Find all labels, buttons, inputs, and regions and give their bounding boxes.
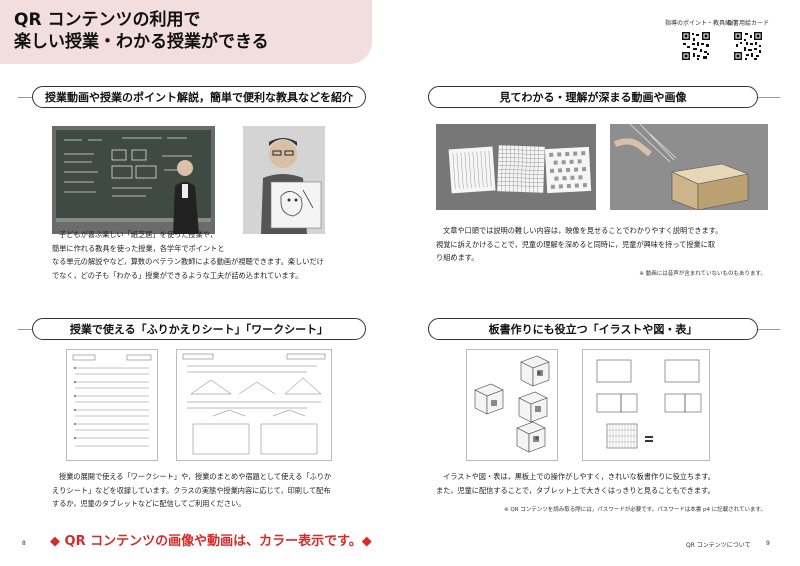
header-band	[0, 0, 372, 64]
teacher-illustration	[243, 126, 325, 234]
section-body-text: 文章や口頭では説明の難しい内容は，映像を見せることでわかりやすく説明できます。 …	[436, 224, 770, 265]
box-illustration	[610, 124, 768, 210]
lesson-video-photo[interactable]	[52, 126, 215, 234]
color-notice-banner: ◆ QR コンテンツの画像や動画は、カラー表示です。◆	[50, 534, 372, 549]
page-title: QR コンテンツの利用で 楽しい授業・わかる授業ができる	[14, 9, 269, 53]
qr-block-1: 指導のポイント・教具紹介	[665, 18, 738, 61]
text-line: えりシート」などを収録しています。クラスの実態や授業内容に応じて，印刷して配布	[52, 485, 331, 495]
worksheet-lines	[72, 354, 152, 447]
text-line: 文章や口頭では説明の難しい内容は，映像を見せることでわかりやすく説明できます。	[443, 226, 723, 235]
section-heading-text: 板書作りにも役立つ「イラストや図・表」	[488, 323, 698, 336]
box-experiment-photo[interactable]	[610, 124, 768, 210]
text-line: 子どもが喜ぶ楽しい「紙芝居」を使った授業や，	[59, 230, 217, 239]
text-line: でなく，どの子も「わかる」授業ができるような工夫が詰め込まれています。	[52, 270, 303, 280]
divider	[758, 329, 780, 330]
grid-cards-photo[interactable]	[436, 124, 596, 210]
qr-block-2: 板書用絵カード	[717, 18, 779, 61]
text-line: 授業の展開で使える「ワークシート」や，授業のまとめや宿題として使える「ふりか	[59, 472, 332, 481]
page-title-line2: 楽しい授業・わかる授業ができる	[14, 32, 269, 52]
area-figure-thumbnail[interactable]	[582, 349, 710, 461]
blackboard-illustration	[52, 126, 215, 234]
section-heading: 授業で使える「ふりかえりシート」「ワークシート」	[32, 318, 366, 340]
page-number-left: 8	[22, 540, 26, 547]
worksheet-diagram	[182, 353, 326, 455]
section-heading-text: 授業で使える「ふりかえりシート」「ワークシート」	[69, 323, 329, 336]
text-line: また，児童に配信することで，タブレット上で大きくはっきりと見ることもできます。	[436, 485, 715, 495]
footnote: ※ QR コンテンツを読み取る際には，パスワードが必要です。パスワードは本書 p…	[504, 507, 766, 513]
divider	[18, 329, 32, 330]
cube-figures	[474, 355, 550, 453]
qr-label: 板書用絵カード	[726, 20, 769, 27]
section-heading: 授業動画や授業のポイント解説，簡単で便利な教具などを紹介	[32, 86, 366, 108]
text-line: 視覚に訴えかけることで，児童の理解を深めると同時に，児童が興味を持って授業に取	[436, 239, 716, 249]
section-heading-text: 授業動画や授業のポイント解説，簡単で便利な教具などを紹介	[45, 91, 353, 104]
text-line: 簡単に作れる教具を使った授業，各学年でポイントと	[52, 243, 225, 253]
running-title: QR コンテンツについて	[686, 542, 751, 549]
kamishibai-photo[interactable]	[243, 126, 325, 234]
worksheet-thumbnail[interactable]	[176, 349, 332, 461]
text-line: り組めます。	[436, 253, 479, 262]
text-line: するか，児童のタブレットなどに配信してご利用ください。	[52, 499, 246, 508]
section-heading-text: 見てわかる・理解が深まる動画や画像	[499, 91, 687, 104]
area-figures	[596, 359, 702, 449]
section-body-text: 授業の展開で使える「ワークシート」や，授業のまとめや宿題として使える「ふりか え…	[52, 470, 372, 511]
text-line: なる単元の解説やなど，算数のベテラン教師による動画が視聴できます。楽しいだけ	[52, 257, 324, 266]
grid-cards-illustration	[436, 124, 596, 210]
cube-illustration-thumbnail[interactable]	[466, 349, 558, 461]
text-line: イラストや図・表は，黒板上での操作がしやすく，きれいな板書作りに役立ちます。	[443, 472, 715, 481]
divider	[18, 97, 32, 98]
qr-code-icon[interactable]	[733, 31, 763, 61]
furikaeri-sheet-thumbnail[interactable]	[66, 349, 158, 461]
footnote: ※ 動画には音声が含まれていないものもあります。	[639, 271, 766, 277]
qr-label: 指導のポイント・教具紹介	[665, 20, 738, 27]
section-heading: 見てわかる・理解が深まる動画や画像	[428, 86, 758, 108]
section-heading: 板書作りにも役立つ「イラストや図・表」	[428, 318, 758, 340]
page-title-line1: QR コンテンツの利用で	[14, 10, 201, 30]
qr-code-icon[interactable]	[681, 31, 711, 61]
page-number-right: 9	[766, 540, 770, 547]
divider	[758, 97, 780, 98]
section-body-text: イラストや図・表は，黒板上での操作がしやすく，きれいな板書作りに役立ちます。 ま…	[436, 470, 770, 497]
section-body-text: 子どもが喜ぶ楽しい「紙芝居」を使った授業や， 簡単に作れる教具を使った授業，各学…	[52, 228, 362, 282]
